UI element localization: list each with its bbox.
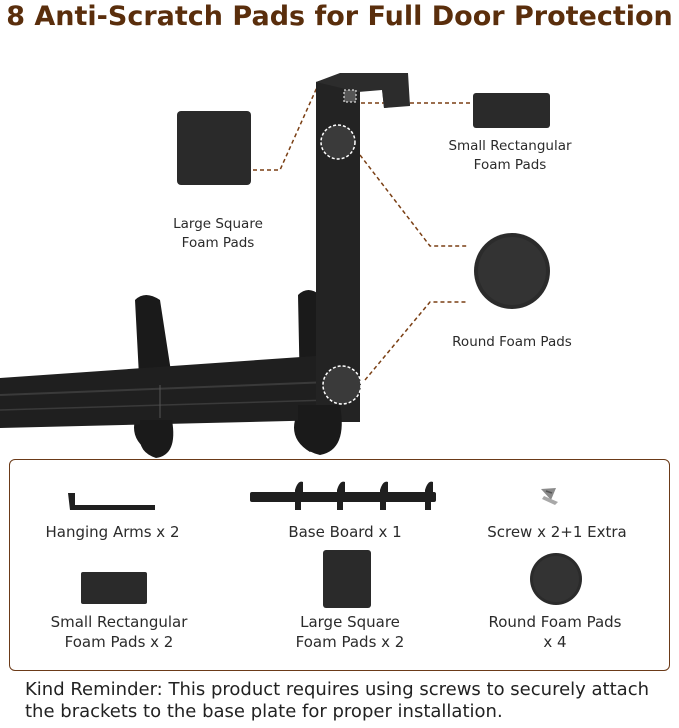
label-hanging-arms: Hanging Arms x 2: [45, 523, 180, 541]
small-rect-pad: [473, 93, 550, 128]
callout-large-square: Large Square Foam Pads: [173, 216, 263, 251]
label-small-rect-pads: Small Rectangular Foam Pads x 2: [50, 613, 188, 651]
page-title: 8 Anti-Scratch Pads for Full Door Protec…: [6, 1, 673, 32]
product-illustration: [0, 73, 550, 458]
kind-reminder: Kind Reminder: This product requires usi…: [25, 679, 649, 722]
callout-small-rect: Small Rectangular Foam Pads: [448, 138, 572, 173]
leader-round-top: [359, 154, 468, 247]
large-square-pad: [177, 111, 251, 185]
base-rail: [0, 355, 330, 428]
pad-on-bracket-top: [320, 124, 356, 160]
label-large-square-pads: Large Square Foam Pads x 2: [295, 613, 405, 651]
callout-round: Round Foam Pads: [452, 334, 572, 350]
leader-small-rect: [349, 99, 470, 104]
pad-on-bracket-bottom: [322, 365, 362, 405]
label-round-pads: Round Foam Pads x 4: [488, 613, 622, 651]
label-screw: Screw x 2+1 Extra: [487, 523, 627, 541]
package-contents: [9, 459, 670, 671]
label-base-board: Base Board x 1: [288, 523, 402, 541]
leader-round-bottom: [364, 301, 468, 381]
